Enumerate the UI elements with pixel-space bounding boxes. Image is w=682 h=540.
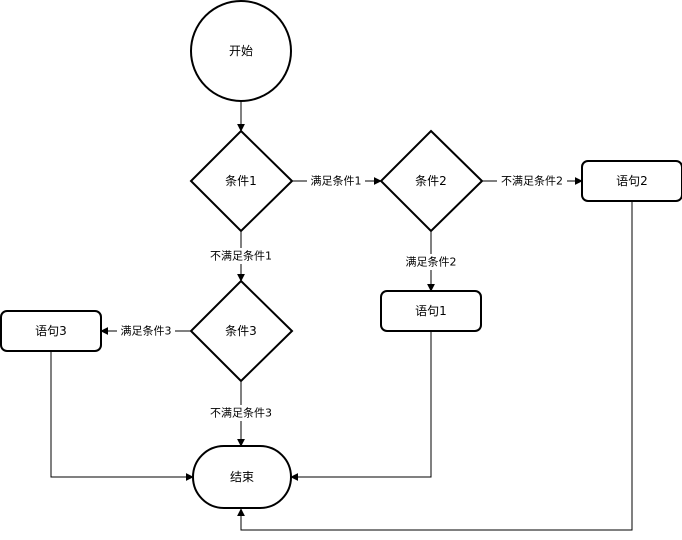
statement3-label: 语句3 bbox=[35, 324, 67, 338]
edge-label-bg bbox=[497, 173, 567, 189]
edge-label-cond2-satisfied: 满足条件2 bbox=[406, 255, 457, 269]
statement2-label: 语句2 bbox=[616, 174, 648, 188]
end-node-label: 结束 bbox=[230, 470, 254, 484]
edge-stmt3-to-end bbox=[50, 351, 194, 481]
edge-stmt1-to-end bbox=[290, 331, 432, 481]
start-node-label: 开始 bbox=[229, 44, 253, 58]
condition3-label: 条件3 bbox=[225, 324, 257, 338]
condition1-node bbox=[189, 129, 294, 233]
statement3-node bbox=[0, 310, 102, 352]
condition2-label: 条件2 bbox=[415, 174, 447, 188]
condition3-node bbox=[189, 279, 294, 383]
condition2-node bbox=[379, 129, 484, 233]
statement1-label: 语句1 bbox=[415, 304, 447, 318]
edge-stmt2-to-end bbox=[237, 201, 633, 531]
edge-label-bg bbox=[117, 323, 175, 339]
edge-label-cond1-not-satisfied: 不满足条件1 bbox=[210, 249, 272, 263]
end-node bbox=[192, 445, 292, 509]
statement1-node bbox=[380, 290, 482, 332]
edge-label-bg bbox=[402, 254, 460, 270]
edge-label-bg bbox=[206, 405, 276, 421]
edge-label-bg bbox=[307, 173, 365, 189]
edge-label-cond1-satisfied: 满足条件1 bbox=[311, 174, 362, 188]
statement2-node bbox=[581, 160, 682, 202]
condition1-label: 条件1 bbox=[225, 174, 257, 188]
edge-label-bg bbox=[206, 248, 276, 264]
start-node bbox=[190, 0, 292, 102]
edge-label-cond3-satisfied: 满足条件3 bbox=[121, 324, 172, 338]
edge-label-cond3-not-satisfied: 不满足条件3 bbox=[210, 406, 272, 420]
edge-label-cond2-not-satisfied: 不满足条件2 bbox=[501, 174, 563, 188]
